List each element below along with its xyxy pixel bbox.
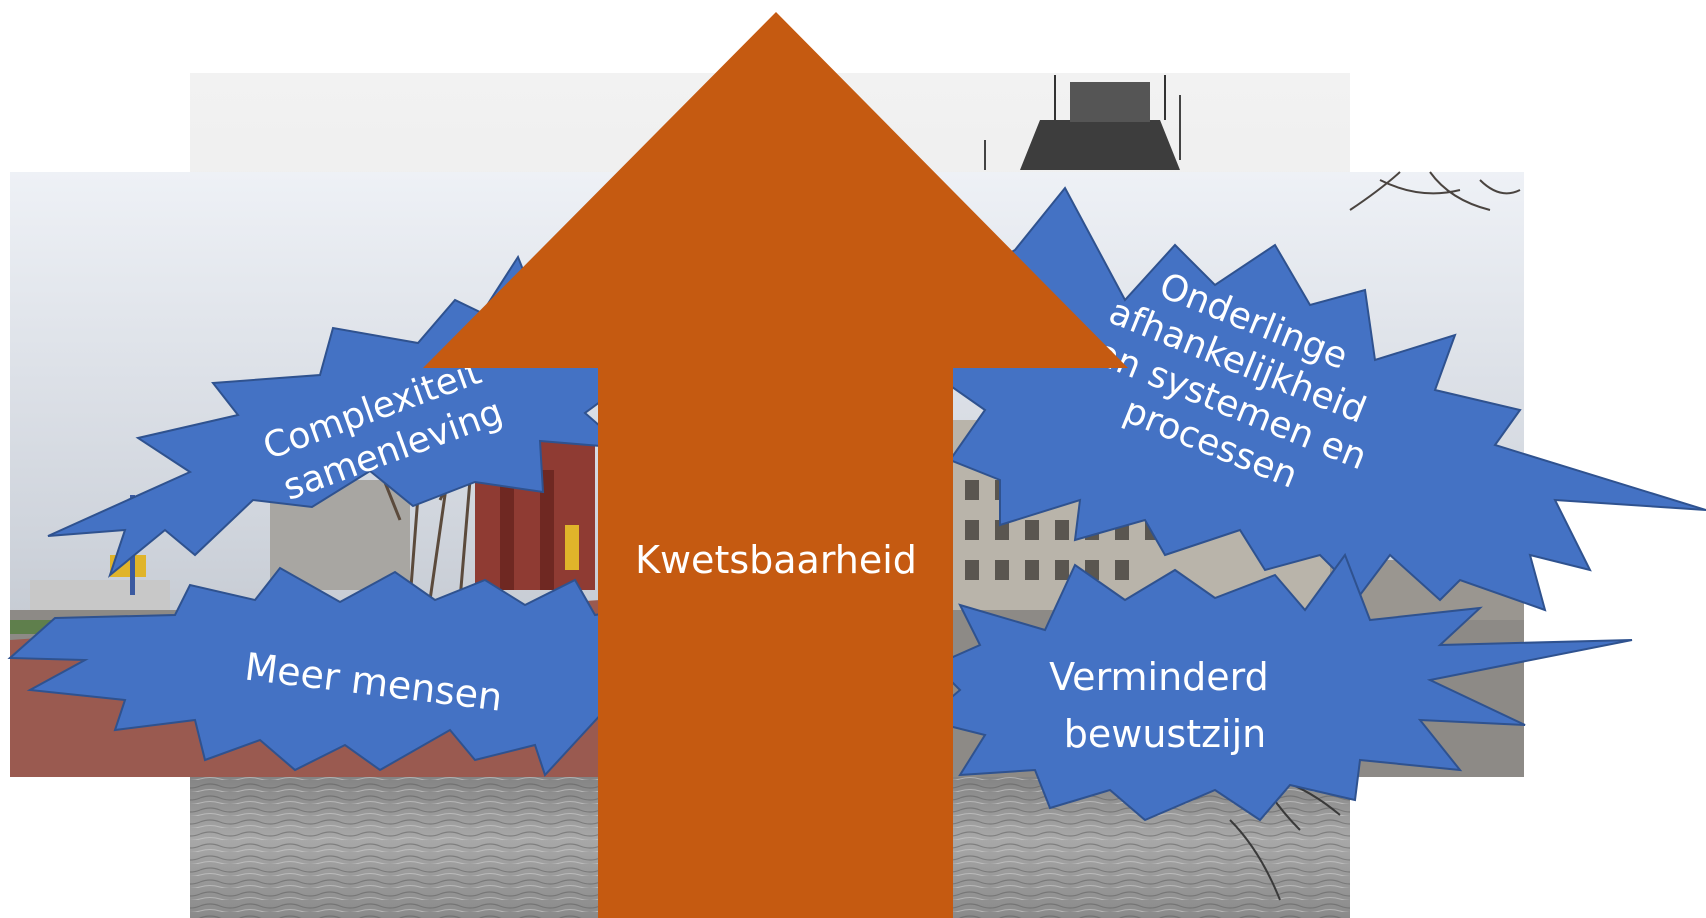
svg-text:Verminderd bewustzijn: Verminderd bewustzijn [1049,655,1281,756]
burst-line: bewustzijn [1064,712,1267,756]
burst-verminderd-bewustzijn: Verminderd bewustzijn [922,552,1633,822]
arrow-label: Kwetsbaarheid [635,538,917,582]
burst-shape [922,552,1633,822]
up-arrow-shape [423,12,1128,918]
burst-line: Verminderd [1049,655,1269,699]
burst-shape [933,186,1706,612]
burst-meer-mensen: Meer mensen [7,566,642,777]
kwetsbaarheid-arrow: Kwetsbaarheid [423,12,1128,918]
burst-shape [7,566,642,777]
